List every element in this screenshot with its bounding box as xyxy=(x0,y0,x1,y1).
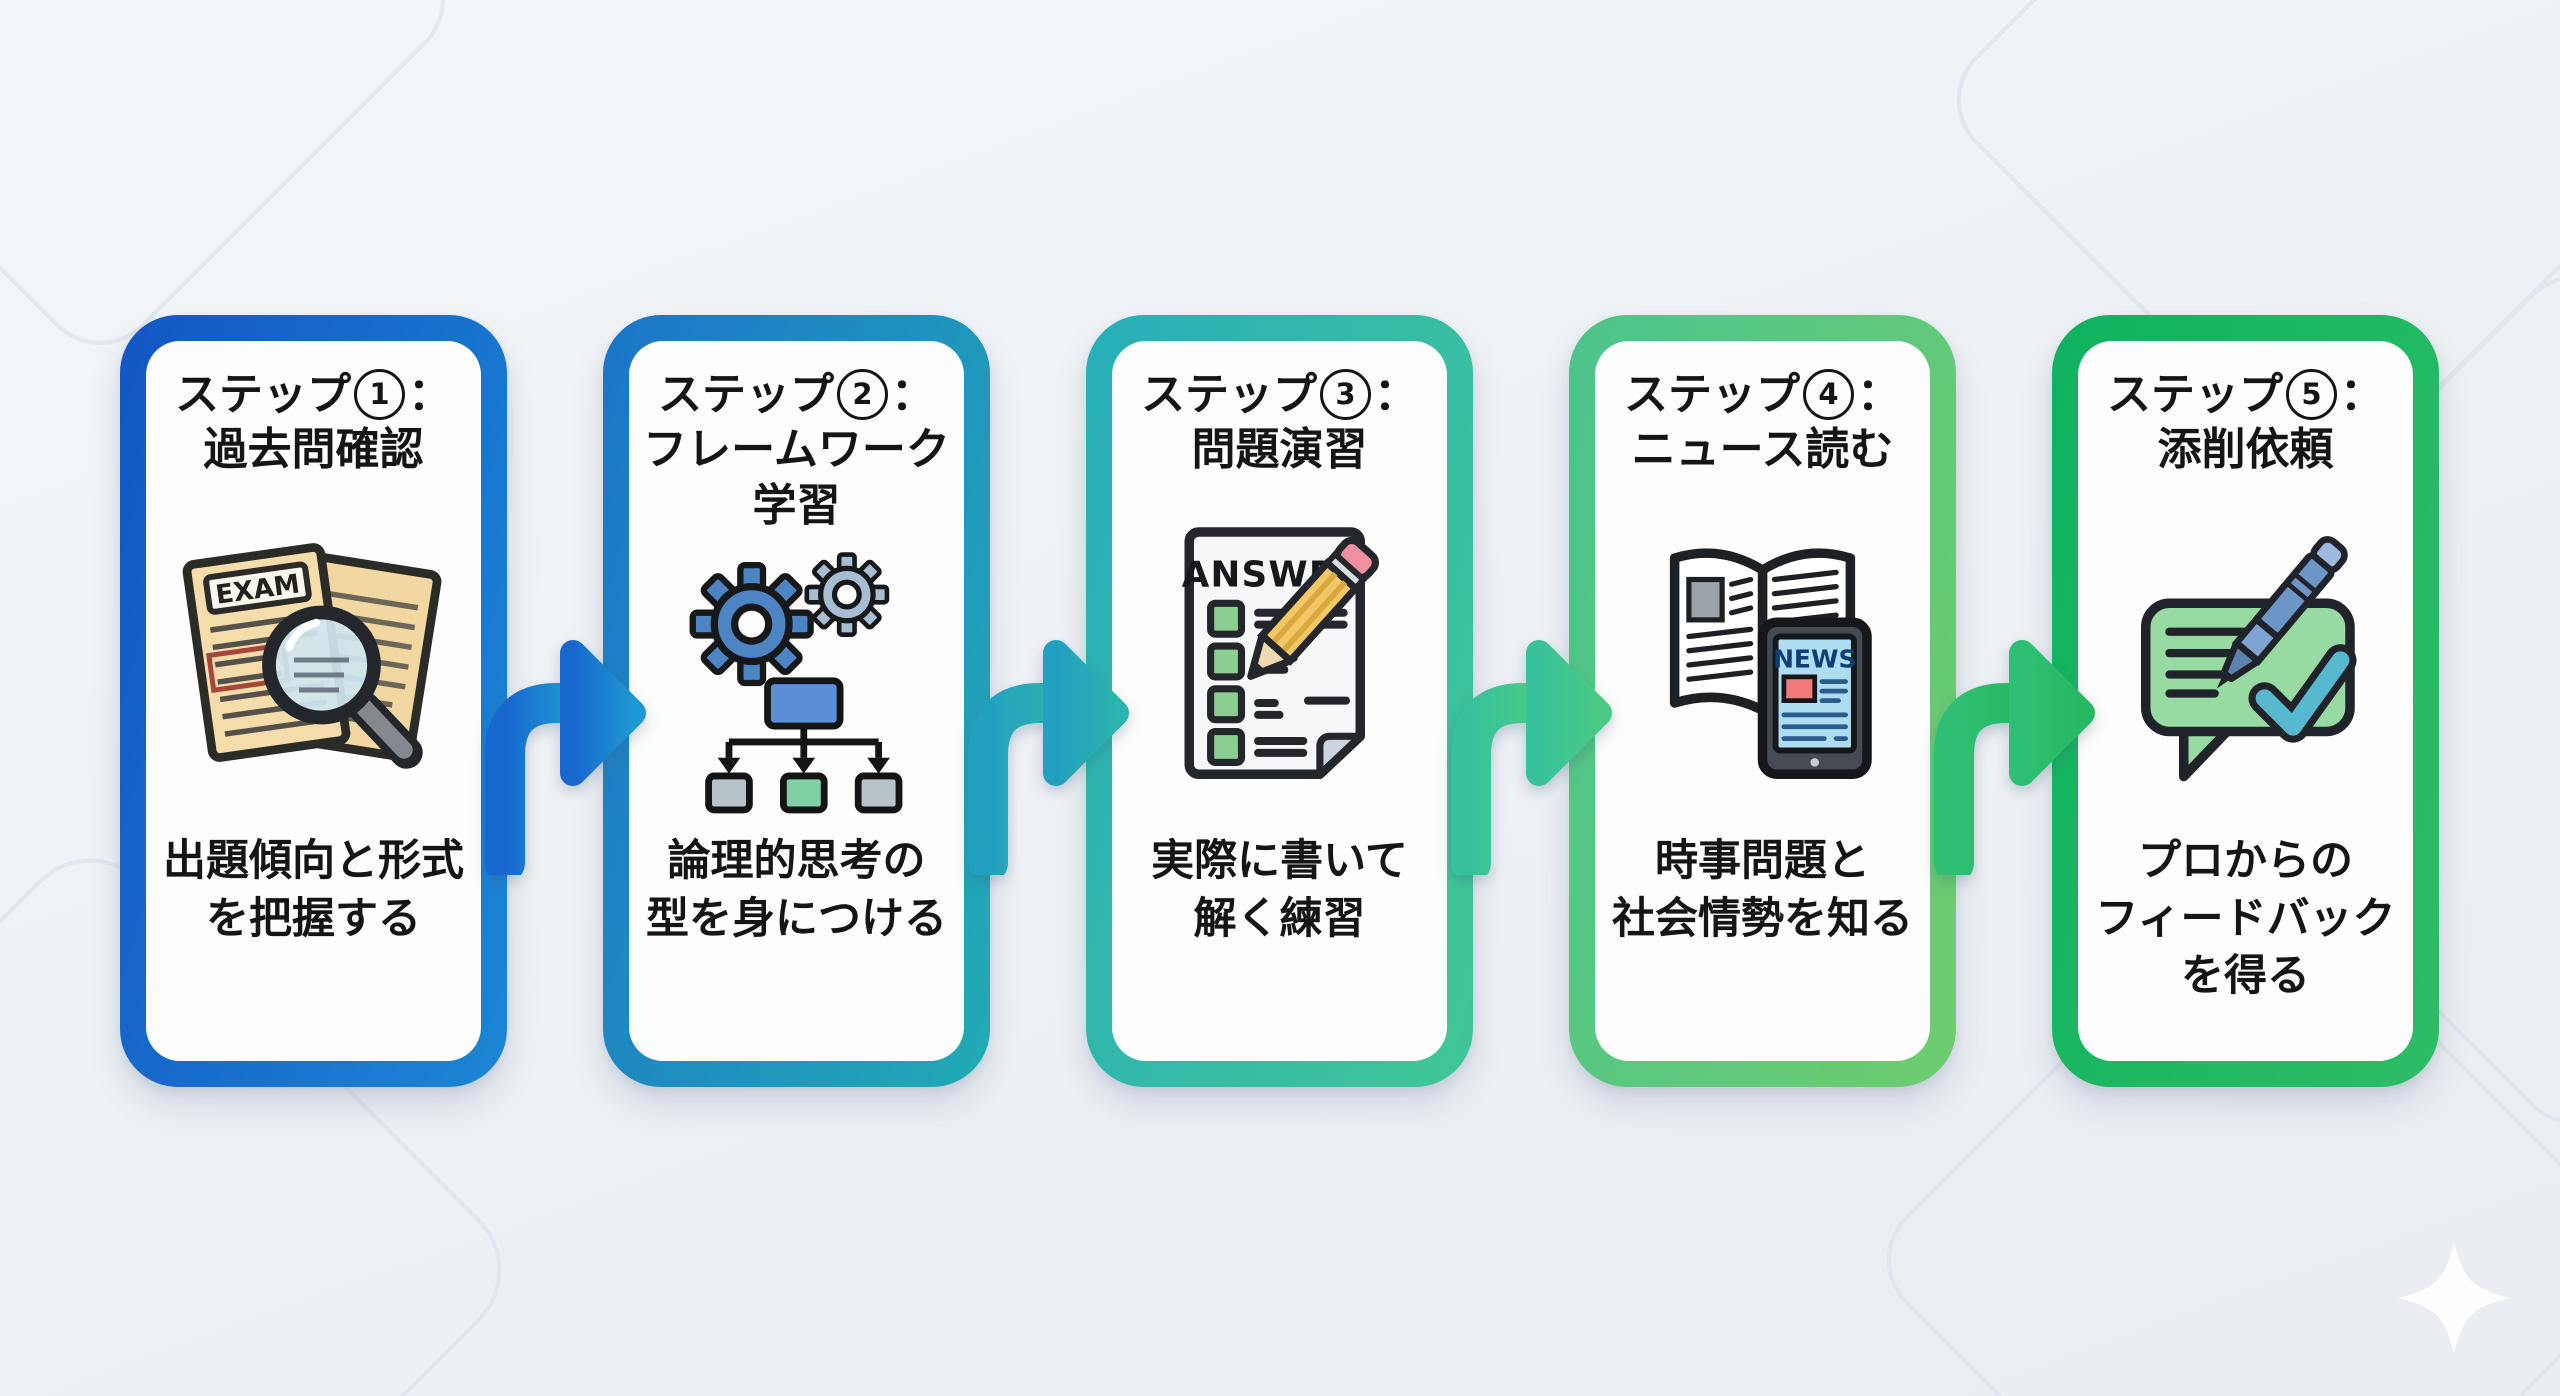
card-body-line: を得る xyxy=(2180,951,2310,1002)
card-title-line: ニュース読む xyxy=(1631,424,1894,476)
card-body-line: フィードバック xyxy=(2095,893,2396,944)
card-title-line: 添削依頼 xyxy=(2157,424,2334,476)
step-title-colon: ： xyxy=(891,369,935,420)
step-title-prefix: ステップ xyxy=(658,369,834,420)
step-title-colon: ： xyxy=(408,369,452,420)
step-number-badge: 3 xyxy=(1320,369,1371,421)
flow-arrow-2 xyxy=(968,640,1129,875)
flow-arrow-4 xyxy=(1934,640,2095,875)
answer-sheet-pencil-icon: ANSWER xyxy=(1182,527,1379,779)
open-book-news-tablet-icon: NEWS xyxy=(1669,548,1872,779)
card-title-line: 過去問確認 xyxy=(203,424,424,476)
sparkle-icon xyxy=(2398,1242,2510,1354)
flow-arrow-1 xyxy=(485,640,646,875)
exam-documents-magnifier-icon: EXAM xyxy=(182,543,441,770)
card-body-line: 出題傾向と形式 xyxy=(163,836,464,886)
step-2-description: 論理的思考の 型を身につける xyxy=(646,833,947,1031)
gears-flowchart-icon xyxy=(689,552,902,814)
card-body-line: 時事問題と xyxy=(1655,836,1870,886)
step-title-prefix: ステップ xyxy=(1624,369,1800,420)
step-number-badge: 2 xyxy=(837,369,888,421)
card-body-line: 型を身につける xyxy=(646,893,947,944)
step-5-description: プロからの フィードバック を得る xyxy=(2095,833,2395,1031)
step-title-prefix: ステップ xyxy=(175,369,351,420)
step-title-colon: ： xyxy=(2340,369,2384,420)
step-3-description: 実際に書いて 解く練習 xyxy=(1151,833,1408,1031)
step-number-badge: 1 xyxy=(354,369,405,421)
step-title-colon: ： xyxy=(1374,369,1418,420)
step-title-prefix: ステップ xyxy=(1141,369,1317,420)
feedback-bubble-pen-check-icon xyxy=(2141,536,2357,782)
step-4-description: 時事問題と 社会情勢を知る xyxy=(1612,833,1913,1031)
news-label: NEWS xyxy=(1773,644,1856,673)
card-body-line: プロからの xyxy=(2137,836,2353,886)
card-body-line: 実際に書いて xyxy=(1151,836,1408,886)
flow-arrow-3 xyxy=(1451,640,1612,875)
step-title-prefix: ステップ xyxy=(2107,369,2283,420)
step-1-description: 出題傾向と形式 を把握する xyxy=(163,833,464,1031)
step-number-badge: 5 xyxy=(2286,369,2337,421)
card-body-line: 論理的思考の xyxy=(667,836,926,886)
card-title-line: 学習 xyxy=(752,479,841,531)
card-body-line: 社会情勢を知る xyxy=(1612,893,1913,944)
card-body-line: 解く練習 xyxy=(1193,893,1366,944)
card-title-line: フレームワーク xyxy=(643,424,950,476)
step-title-colon: ： xyxy=(1857,369,1901,420)
card-body-line: を把握する xyxy=(206,893,421,944)
step-number-badge: 4 xyxy=(1803,369,1854,421)
card-title-line: 問題演習 xyxy=(1191,424,1368,476)
